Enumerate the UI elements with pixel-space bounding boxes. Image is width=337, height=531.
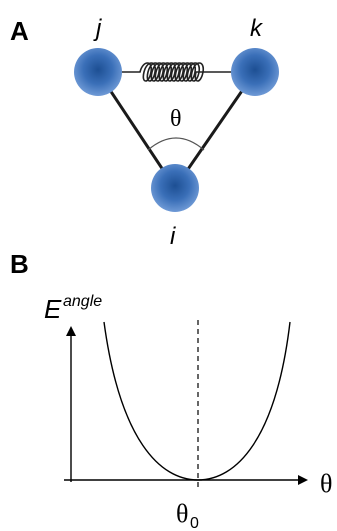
atom-i-label: i bbox=[170, 223, 176, 250]
atom-k-label: k bbox=[250, 15, 264, 42]
atom-j bbox=[74, 48, 122, 96]
spring-j-k bbox=[120, 62, 232, 82]
theta0-label-subscript: 0 bbox=[190, 515, 199, 531]
angle-arc bbox=[147, 137, 205, 151]
angle-theta-label: θ bbox=[170, 106, 182, 132]
panel-b-label: B bbox=[10, 249, 29, 279]
atom-j-label: j bbox=[93, 15, 102, 42]
y-axis-label-superscript: angle bbox=[63, 293, 102, 310]
y-axis-label-base: E bbox=[44, 294, 62, 324]
x-axis-label: θ bbox=[320, 469, 332, 498]
atom-i bbox=[151, 164, 199, 212]
panel-a-label: A bbox=[10, 16, 29, 46]
atom-k bbox=[231, 48, 279, 96]
theta0-label-base: θ bbox=[176, 499, 188, 528]
energy-curve bbox=[103, 321, 291, 481]
